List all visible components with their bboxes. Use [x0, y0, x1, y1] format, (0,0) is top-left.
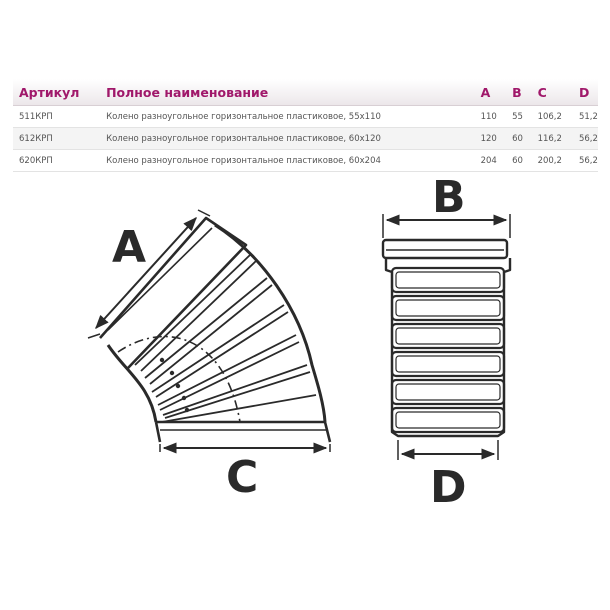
- header-d: D: [578, 79, 598, 106]
- table-row: 612КРП Колено разноугольное горизонтальн…: [13, 127, 598, 150]
- label-d: D: [430, 462, 467, 510]
- header-a: A: [480, 79, 513, 106]
- section-segments: [390, 266, 506, 434]
- cell-a: 120: [480, 127, 513, 150]
- elbow-centerline: [117, 335, 241, 423]
- spec-table: Артикул Полное наименование A B C D 511К…: [13, 79, 598, 172]
- cell-article: 620КРП: [13, 149, 107, 172]
- cell-name: Колено разноугольное горизонтальное плас…: [106, 149, 481, 172]
- technical-drawing: A C B: [87, 172, 512, 510]
- cell-b: 60: [512, 149, 538, 172]
- cell-name: Колено разноугольное горизонтальное плас…: [106, 127, 481, 150]
- cell-d: 56,2: [578, 149, 598, 172]
- header-c: C: [537, 79, 579, 106]
- cell-a: 204: [480, 149, 513, 172]
- cell-d: 56,2: [578, 127, 598, 150]
- table-row: 620КРП Колено разноугольное горизонтальн…: [13, 149, 598, 172]
- cell-c: 200,2: [537, 149, 579, 172]
- label-a: A: [112, 222, 146, 273]
- label-b: B: [432, 172, 466, 223]
- dimension-a: [87, 209, 211, 339]
- label-c: C: [226, 452, 258, 503]
- cell-a: 110: [480, 105, 513, 128]
- header-b: B: [512, 79, 538, 106]
- elbow-ribs: [134, 254, 317, 423]
- dimension-d: [397, 440, 499, 460]
- straight-section-view: [381, 238, 512, 438]
- cell-b: 60: [512, 127, 538, 150]
- cell-d: 51,2: [578, 105, 598, 128]
- table-row: 511КРП Колено разноугольное горизонтальн…: [13, 105, 598, 128]
- dimension-b: [382, 214, 511, 238]
- cell-article: 612КРП: [13, 127, 107, 150]
- cell-c: 116,2: [537, 127, 579, 150]
- dimension-c: [159, 442, 331, 454]
- cell-name: Колено разноугольное горизонтальное плас…: [106, 105, 481, 128]
- header-name: Полное наименование: [106, 79, 481, 106]
- table-header-row: Артикул Полное наименование A B C D: [13, 79, 598, 106]
- cell-b: 55: [512, 105, 538, 128]
- cell-article: 511КРП: [13, 105, 107, 128]
- cell-c: 106,2: [537, 105, 579, 128]
- header-article: Артикул: [13, 79, 107, 106]
